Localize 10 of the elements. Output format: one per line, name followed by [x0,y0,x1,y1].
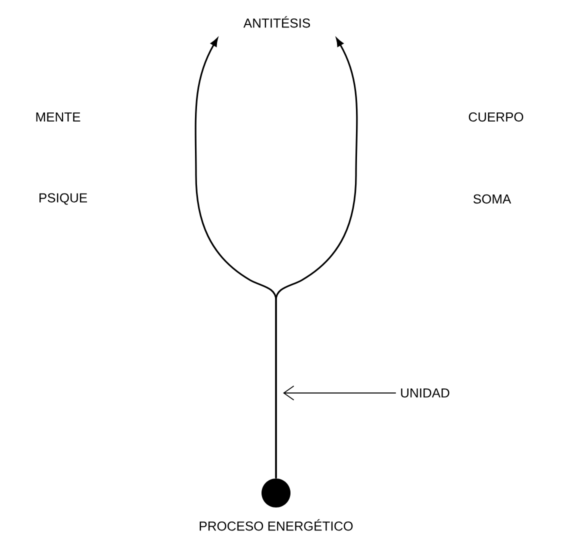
side-label: MENTE [36,112,80,122]
endpoint-dot [262,478,290,508]
side-label: PSIQUE [40,193,87,205]
arrow [275,38,358,478]
node-label: PROCESO ENERGÉTICO [200,519,353,531]
leader-line [283,386,396,400]
text-label: UNIDAD [401,388,450,398]
side-label: SOMA [473,194,512,204]
text-label: ANTITÉSIS [243,16,310,28]
side-label: CUERPO [468,112,524,122]
